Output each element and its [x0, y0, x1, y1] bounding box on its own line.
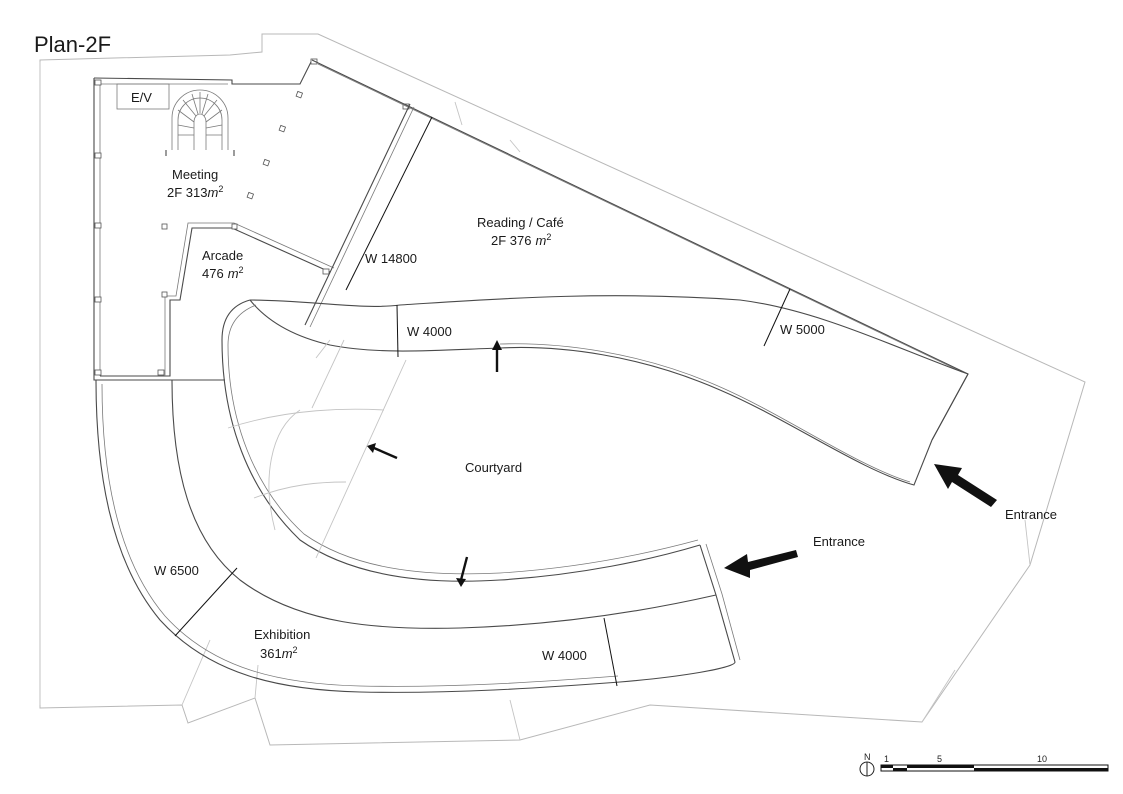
scale-tick-5: 5: [937, 754, 942, 764]
w4000-upper-label: W 4000: [407, 324, 452, 339]
courtyard-label: Courtyard: [465, 460, 522, 475]
circulation-arrow-icon: [492, 340, 502, 372]
circulation-arrow-icon: [367, 443, 398, 460]
north-arrow-icon: N: [859, 752, 875, 777]
ev-label: E/V: [131, 90, 152, 105]
circulation-arrow-icon: [456, 556, 469, 587]
scale-bar: 1 5 10: [880, 754, 1109, 772]
exhibition-area-unit: m: [282, 646, 293, 661]
entrance-arrow-icon: [724, 550, 798, 578]
meeting-label: Meeting: [172, 167, 218, 182]
meeting-arcade-block: E/V Meeting 2F: [93, 58, 410, 381]
exhibition-area: 361m2: [260, 645, 298, 661]
meeting-area-sup: 2: [218, 184, 223, 194]
meeting-area: 2F 313m2: [167, 184, 223, 200]
reading-area-value: 2F 376: [491, 233, 531, 248]
width-dimensions: W 14800 W 4000 W 5000 W 6500 W 4000: [154, 116, 825, 687]
arcade-area-sup: 2: [239, 265, 244, 275]
winding-corridor: [95, 295, 969, 693]
reading-label: Reading / Café: [477, 215, 564, 230]
site-boundary: [39, 33, 1086, 746]
w14800-label: W 14800: [365, 251, 417, 266]
exhibition-area-value: 361: [260, 646, 282, 661]
plan-title: Plan-2F: [34, 32, 111, 57]
arcade-area-value: 476: [202, 266, 224, 281]
exhibition-area-sup: 2: [293, 645, 298, 655]
arcade-area: 476 m2: [202, 265, 244, 281]
w6500-label: W 6500: [154, 563, 199, 578]
entrance-middle-label: Entrance: [813, 534, 865, 549]
arcade-label: Arcade: [202, 248, 243, 263]
entrance-right-label: Entrance: [1005, 507, 1057, 522]
meeting-area-value: 2F 313: [167, 185, 207, 200]
exhibition-label: Exhibition: [254, 627, 310, 642]
w5000-label: W 5000: [780, 322, 825, 337]
meeting-area-unit: m: [207, 185, 218, 200]
reading-cafe-block: Reading / Café 2F 376 m2: [304, 59, 969, 441]
entrance-arrow-icon: [934, 464, 997, 507]
reading-area-sup: 2: [546, 232, 551, 242]
reading-area: 2F 376 m2: [491, 232, 551, 248]
scale-tick-10: 10: [1037, 754, 1047, 764]
arcade-area-unit: m: [228, 266, 239, 281]
north-label: N: [864, 752, 871, 762]
w4000-lower-label: W 4000: [542, 648, 587, 663]
staircase: [165, 89, 235, 156]
reading-area-unit: m: [535, 233, 546, 248]
scale-tick-1: 1: [884, 754, 889, 764]
